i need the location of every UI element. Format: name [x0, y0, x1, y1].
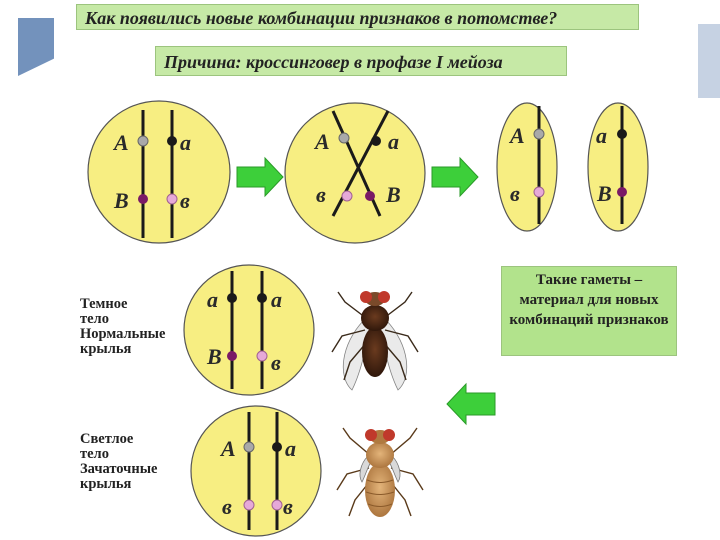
cell-circle	[87, 100, 231, 244]
allele-label: А	[313, 129, 330, 154]
allele-label: А	[112, 130, 129, 155]
arrow-left-icon	[446, 382, 496, 426]
gamete-recombinant-1: А в	[496, 102, 558, 232]
allele-label: В	[385, 182, 401, 207]
cell-parental: А а В в	[87, 100, 231, 244]
allele-dot	[257, 293, 267, 303]
gamete-recombinant-2: а В	[587, 102, 649, 232]
allele-label: в	[283, 494, 293, 519]
cell-circle	[183, 264, 315, 396]
allele-label: В	[113, 188, 129, 213]
allele-label: а	[180, 130, 191, 155]
phenotype-line: Темное	[80, 296, 128, 312]
arrow-right-icon	[236, 156, 284, 198]
cell-circle	[496, 102, 558, 232]
allele-label: в	[180, 188, 190, 213]
allele-dot	[227, 351, 237, 361]
allele-dot	[166, 193, 178, 205]
phenotype-line: Светлое	[80, 431, 134, 447]
allele-dot	[533, 128, 545, 140]
allele-label: А	[508, 123, 525, 148]
allele-label: а	[271, 287, 282, 312]
slide-decor-right	[698, 24, 720, 98]
phenotype-line: Нормальные	[80, 326, 166, 342]
allele-label: В	[206, 344, 222, 369]
cause-box: Причина: кроссинговер в профазе I мейоза	[155, 46, 567, 76]
offspring-cell-light: А а в в	[190, 405, 322, 537]
cell-crossing-over: А а в В	[284, 102, 426, 244]
allele-label: а	[388, 129, 399, 154]
allele-dot	[271, 499, 283, 511]
allele-dot	[617, 129, 627, 139]
cell-circle	[190, 405, 322, 537]
allele-label: в	[510, 181, 520, 206]
phenotype-dark-normal: Темное тело Нормальные крылья	[80, 297, 165, 357]
allele-dot	[137, 135, 149, 147]
allele-label: а	[596, 123, 607, 148]
phenotype-line: крылья	[80, 476, 132, 492]
slide-title: Как появились новые комбинации признаков…	[76, 4, 639, 30]
allele-dot	[272, 442, 282, 452]
offspring-cell-dark: а а В в	[183, 264, 315, 396]
note-box: Такие гаметы – материал для новых комбин…	[501, 266, 677, 356]
allele-dot	[533, 186, 545, 198]
phenotype-line: Зачаточные	[80, 461, 158, 477]
allele-dot	[227, 293, 237, 303]
allele-label: в	[271, 350, 281, 375]
phenotype-line: крылья	[80, 341, 132, 357]
allele-dot	[371, 136, 381, 146]
allele-label: а	[285, 436, 296, 461]
allele-label: А	[219, 436, 236, 461]
allele-dot	[338, 132, 350, 144]
phenotype-line: тело	[80, 311, 109, 327]
allele-dot	[617, 187, 627, 197]
cell-circle	[587, 102, 649, 232]
allele-dot	[243, 499, 255, 511]
allele-dot	[256, 350, 268, 362]
fly-light-vestigial-wings-icon	[336, 427, 424, 517]
fly-dark-normal-wings-icon	[331, 291, 419, 391]
phenotype-line: тело	[80, 446, 109, 462]
allele-label: а	[207, 287, 218, 312]
allele-label: в	[222, 494, 232, 519]
allele-label: В	[596, 181, 612, 206]
allele-dot	[138, 194, 148, 204]
phenotype-light-vestigial: Светлое тело Зачаточные крылья	[80, 432, 157, 492]
allele-dot	[243, 441, 255, 453]
allele-label: в	[316, 182, 326, 207]
allele-dot	[365, 191, 375, 201]
allele-dot	[341, 190, 353, 202]
arrow-right-icon	[431, 156, 479, 198]
allele-dot	[167, 136, 177, 146]
